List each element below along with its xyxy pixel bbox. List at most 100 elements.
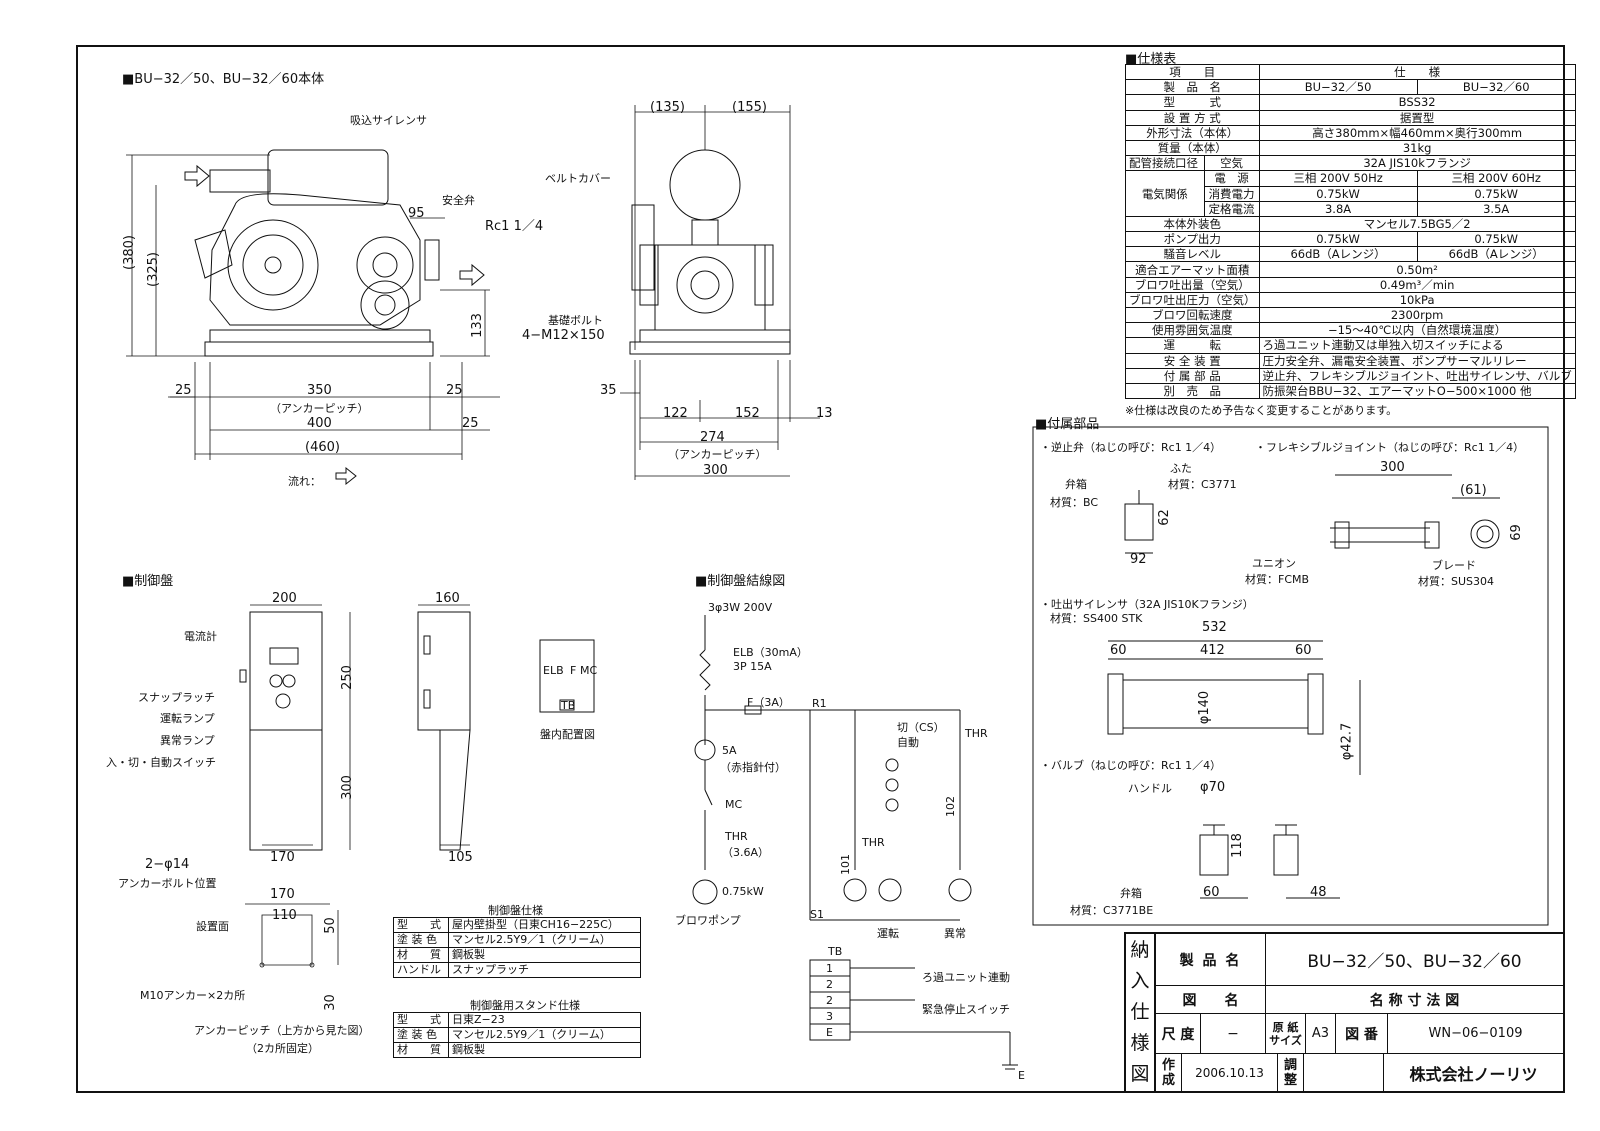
dim-50: 50 bbox=[322, 917, 338, 934]
check-valve-title: ・逆止弁（ねじの呼び：Rc1 1／4） bbox=[1040, 441, 1222, 454]
stand-spec-value: 日東Z−23 bbox=[448, 1012, 641, 1028]
spec-key: 付 属 部 品 bbox=[1125, 367, 1260, 384]
panel-spec-value: マンセル2.5Y9／1（クリーム） bbox=[448, 932, 641, 948]
panel-spec-row: 塗 装 色マンセル2.5Y9／1（クリーム） bbox=[393, 932, 641, 948]
r1-label: R1 bbox=[812, 697, 827, 710]
spec-row: 使用雰囲気温度−15〜40℃以内（自然環境温度） bbox=[1125, 322, 1576, 339]
title-block: 納 入 仕 様 図 製 品 名 BU−32／50、BU−32／60 図 名 名 … bbox=[1124, 932, 1565, 1093]
panel-spec-value: スナップラッチ bbox=[448, 962, 641, 978]
spec-row: 製 品 名 BU−32／50 BU−32／60 bbox=[1125, 79, 1576, 96]
adjust-value bbox=[1304, 1054, 1384, 1091]
bolt-spec-label: 4−M12×150 bbox=[522, 328, 605, 343]
body-section-title: ■BU−32／50、BU−32／60本体 bbox=[122, 72, 325, 87]
dim-25-right: 25 bbox=[446, 383, 463, 398]
supply-label: 3φ3W 200V bbox=[708, 601, 773, 614]
spec-value: 高さ380mm×幅460mm×奥行300mm bbox=[1258, 124, 1576, 141]
dim-60-valve: 60 bbox=[1203, 885, 1220, 900]
stand-spec-table: 型 式日東Z−23 塗 装 色マンセル2.5Y9／1（クリーム） 材 質鋼板製 bbox=[393, 1012, 641, 1058]
paper-size-value: A3 bbox=[1306, 1014, 1336, 1054]
dim-61: (61) bbox=[1460, 483, 1487, 498]
spec-value-60hz: 66dB（Aレンジ） bbox=[1416, 246, 1576, 263]
stand-spec-key: 塗 装 色 bbox=[393, 1027, 449, 1043]
spec-value-60hz: 0.75kW bbox=[1416, 231, 1576, 248]
layout-f: F bbox=[570, 664, 577, 677]
spec-key: ポンプ出力 bbox=[1125, 231, 1260, 248]
spec-subkey: 消費電力 bbox=[1203, 185, 1260, 202]
ammeter-rating-label: 5A bbox=[722, 744, 737, 757]
mc-label: MC bbox=[725, 798, 743, 811]
spec-subkey: 定格電流 bbox=[1203, 200, 1260, 217]
stand-spec-row: 材 質鋼板製 bbox=[393, 1042, 641, 1058]
parts-drawings bbox=[1033, 427, 1548, 925]
drawing-label: 図 名 bbox=[1156, 986, 1266, 1014]
dim-160: 160 bbox=[435, 591, 460, 606]
spec-value: ろ過ユニット連動又は単独入切スイッチによる bbox=[1258, 337, 1576, 354]
drawing-name: 名 称 寸 法 図 bbox=[1266, 986, 1563, 1014]
dim-170-b: 170 bbox=[270, 887, 295, 902]
dim-380: (380) bbox=[121, 235, 137, 270]
panel-spec-row: ハンドルスナップラッチ bbox=[393, 962, 641, 978]
material-ss400: 材質：SS400 STK bbox=[1050, 612, 1143, 625]
dim-300: 300 bbox=[703, 463, 728, 478]
drawing-frame bbox=[76, 45, 1565, 1093]
spec-value: 0.49m³／min bbox=[1258, 276, 1576, 293]
tb-char: 様 bbox=[1130, 1032, 1150, 1054]
spec-key: 設 置 方 式 bbox=[1125, 109, 1260, 126]
dim-25-lower: 25 bbox=[462, 416, 479, 431]
spec-row: 本体外装色マンセル7.5BG5／2 bbox=[1125, 215, 1576, 233]
spec-key: 製 品 名 bbox=[1125, 79, 1260, 96]
spec-key: 配管接続口径 bbox=[1125, 155, 1205, 172]
panel-spec-row: 材 質鋼板製 bbox=[393, 947, 641, 963]
front-dimension-lines bbox=[126, 155, 500, 460]
dim-300-panel: 300 bbox=[339, 775, 355, 800]
panel-dimension-lines bbox=[245, 605, 470, 967]
flow-label: 流れ： bbox=[288, 475, 321, 488]
spec-row: 外形寸法（本体）高さ380mm×幅460mm×奥行300mm bbox=[1125, 124, 1576, 141]
elb-rating-label: 3P 15A bbox=[733, 660, 772, 673]
spec-key: ブロワ吐出圧力（空気） bbox=[1125, 291, 1260, 309]
hole-label: 2−φ14 bbox=[145, 857, 190, 872]
dim-118: 118 bbox=[1229, 833, 1245, 858]
fault-label: 異常 bbox=[944, 927, 966, 940]
dim-phi42-7: φ42.7 bbox=[1339, 722, 1355, 761]
dim-122: 122 bbox=[663, 406, 688, 421]
panel-spec-value: 鋼板製 bbox=[448, 947, 641, 963]
spec-key: 適合エアーマット面積 bbox=[1125, 261, 1260, 278]
material-sus304: 材質：SUS304 bbox=[1418, 575, 1495, 588]
spec-value: マンセル7.5BG5／2 bbox=[1258, 215, 1576, 233]
product-name: BU−32／50、BU−32／60 bbox=[1266, 934, 1563, 986]
ammeter-note-label: （赤指針付） bbox=[720, 761, 786, 774]
spec-note: ※仕様は改良のため予告なく変更することがあります。 bbox=[1125, 404, 1398, 417]
scale-value: − bbox=[1201, 1014, 1266, 1054]
paper-size-label: 原 紙 サイズ bbox=[1266, 1014, 1306, 1054]
spec-value: 圧力安全弁、漏電安全装置、ポンプサーマルリレー bbox=[1258, 352, 1576, 369]
layout-caption: 盤内配置図 bbox=[540, 728, 595, 741]
cs-label: 切（CS） bbox=[897, 721, 945, 734]
drawing-number-label: 図 番 bbox=[1336, 1014, 1388, 1054]
spec-row: 運 転ろ過ユニット連動又は単独入切スイッチによる bbox=[1125, 337, 1576, 354]
dim-350: 350 bbox=[307, 383, 332, 398]
dim-30: 30 bbox=[322, 994, 338, 1011]
anchor-pitch-label: （アンカーピッチ） bbox=[270, 402, 369, 415]
wire-101-label: 101 bbox=[839, 854, 852, 875]
spec-row: 安 全 装 置圧力安全弁、漏電安全装置、ポンプサーマルリレー bbox=[1125, 352, 1576, 369]
panel-spec-row: 型 式屋内壁掛型（日東CH16−225C） bbox=[393, 917, 641, 933]
spec-key: 外形寸法（本体） bbox=[1125, 124, 1260, 141]
stand-spec-row: 塗 装 色マンセル2.5Y9／1（クリーム） bbox=[393, 1027, 641, 1043]
dim-105: 105 bbox=[448, 850, 473, 865]
estop-label: 緊急停止スイッチ bbox=[922, 1003, 1010, 1016]
foundation-bolt-label: 基礎ボルト bbox=[548, 314, 603, 327]
stand-spec-value: 鋼板製 bbox=[448, 1042, 641, 1058]
switch-label: 入・切・自動スイッチ bbox=[106, 756, 216, 769]
spec-header-item: 項 目 bbox=[1125, 63, 1260, 81]
spec-row: 設 置 方 式据置型 bbox=[1125, 109, 1576, 126]
dim-170: 170 bbox=[270, 850, 295, 865]
material-c3771: 材質：C3771 bbox=[1168, 478, 1237, 491]
anchor-m10-label: M10アンカー×2カ所 bbox=[140, 989, 246, 1002]
ground-label: E bbox=[1018, 1069, 1025, 1082]
dim-200: 200 bbox=[272, 591, 297, 606]
dim-250: 250 bbox=[339, 665, 355, 690]
spec-value: −15〜40℃以内（自然環境温度） bbox=[1258, 322, 1576, 339]
dim-92: 92 bbox=[1130, 552, 1147, 567]
